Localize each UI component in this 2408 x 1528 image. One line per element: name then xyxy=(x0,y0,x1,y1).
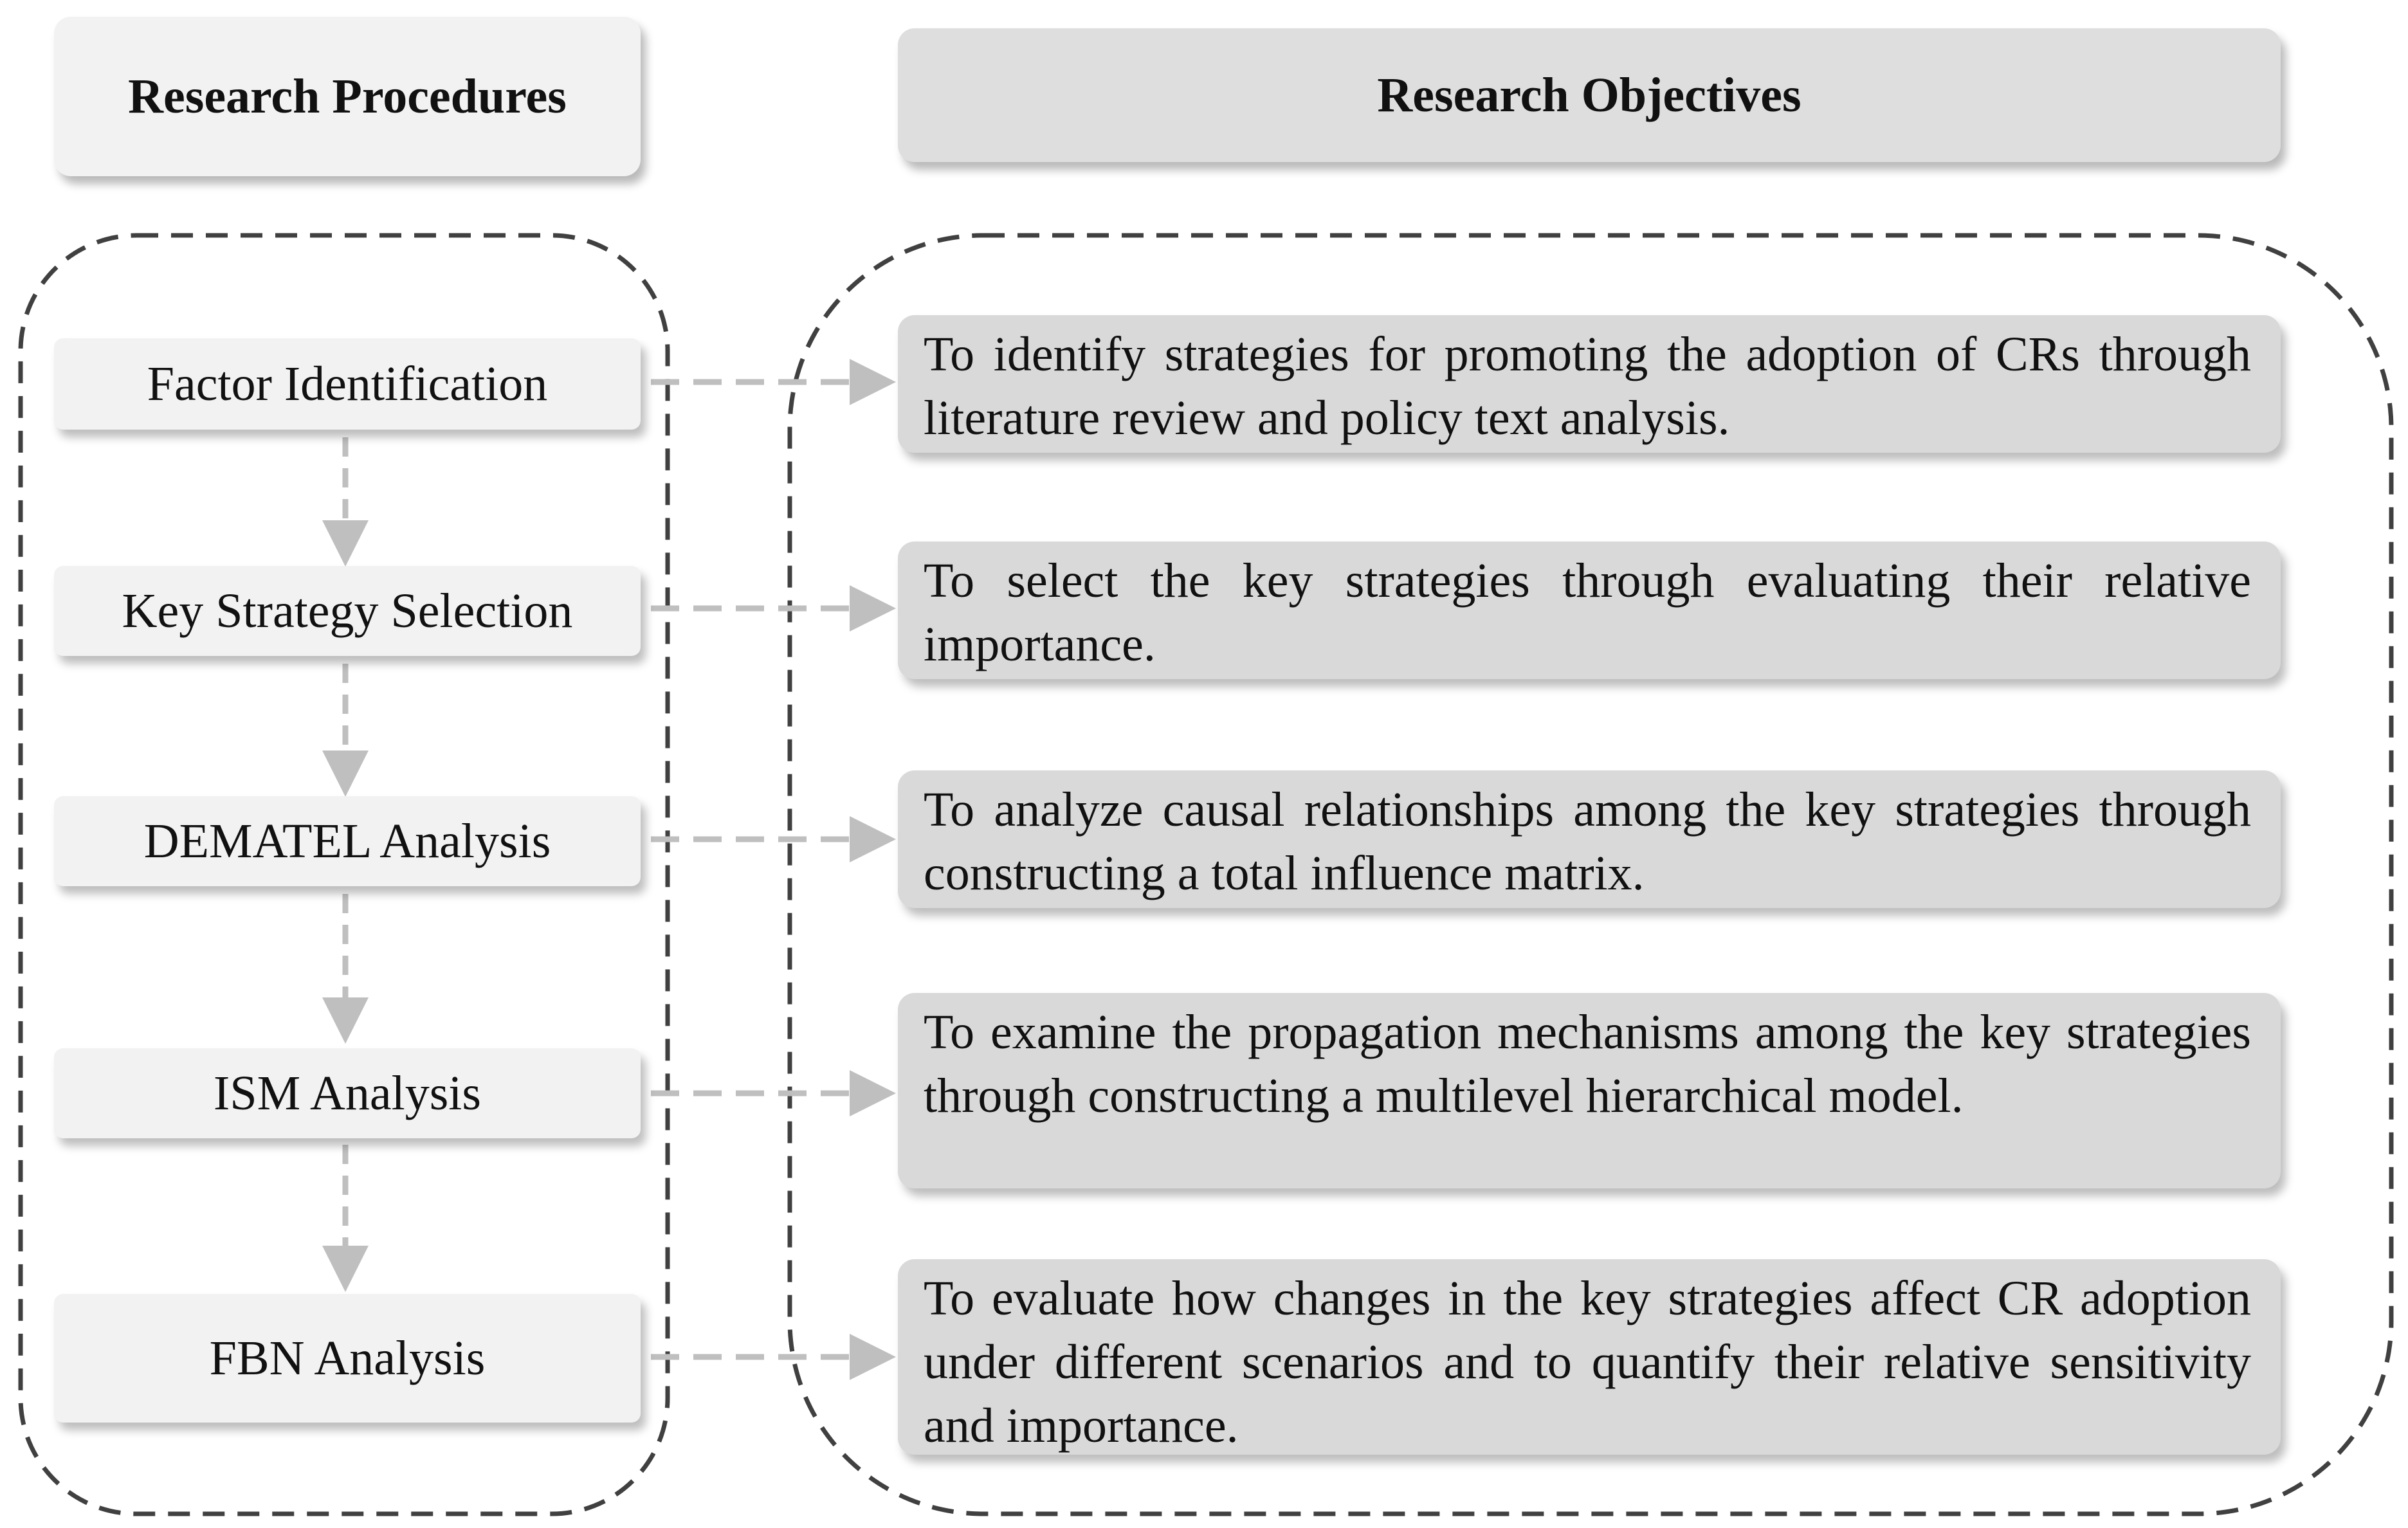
objective-dematel-analysis: To analyze causal relationships among th… xyxy=(898,770,2281,908)
objective-fbn-analysis: To evaluate how changes in the key strat… xyxy=(898,1259,2281,1455)
research-procedures-header: Research Procedures xyxy=(54,17,641,176)
objective-key-strategy-selection: To select the key strategies through eva… xyxy=(898,541,2281,679)
procedure-fbn-analysis: FBN Analysis xyxy=(54,1294,641,1423)
objective-ism-analysis: To examine the propagation mechanisms am… xyxy=(898,993,2281,1188)
procedure-key-strategy-selection: Key Strategy Selection xyxy=(54,566,641,656)
procedures-group-outline xyxy=(18,233,670,1516)
research-objectives-header: Research Objectives xyxy=(898,28,2281,162)
procedure-ism-analysis: ISM Analysis xyxy=(54,1048,641,1138)
procedure-factor-identification: Factor Identification xyxy=(54,338,641,430)
procedure-dematel-analysis: DEMATEL Analysis xyxy=(54,796,641,886)
objectives-group-outline xyxy=(787,233,2394,1516)
objective-factor-identification: To identify strategies for promoting the… xyxy=(898,315,2281,453)
